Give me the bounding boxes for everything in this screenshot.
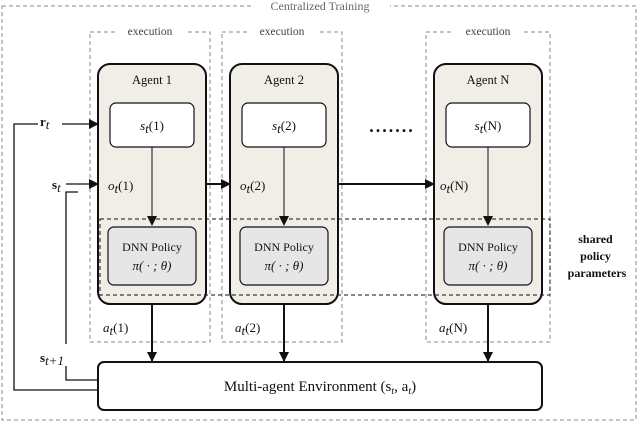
execution-box-1: execution <box>89 25 211 343</box>
shared-policy-box <box>99 218 551 296</box>
reward-input-label: rt <box>40 114 50 132</box>
execution-label-n: execution <box>466 26 511 38</box>
reward-loop-arrow <box>13 123 98 391</box>
agent-1-policy-expr: π( · ; θ) <box>133 258 172 273</box>
agents-ellipsis: ....... <box>369 116 415 136</box>
execution-label-1: execution <box>128 26 173 38</box>
state-loop-arrow <box>65 366 98 381</box>
agent-n-policy-box <box>443 226 533 286</box>
agent-n-state: st(N) <box>475 118 502 136</box>
environment-box <box>97 361 543 411</box>
agent-n-action: at(N) <box>439 320 467 338</box>
next-state-label: st+1 <box>40 350 64 368</box>
agent-1-policy-title: DNN Policy <box>122 240 182 254</box>
agent-1-action: at(1) <box>103 320 128 338</box>
environment-label: Multi-agent Environment (st, at) <box>224 379 416 397</box>
execution-label-2: execution <box>260 26 305 38</box>
centralized-training-title: Centralized Training <box>271 0 370 13</box>
agent-2-policy-box <box>239 226 329 286</box>
agent-2-state: st(2) <box>272 118 296 136</box>
agent-n-policy-expr: π( · ; θ) <box>469 258 508 273</box>
agent-n-obs: ot(N) <box>440 178 468 196</box>
agent-2-policy-title: DNN Policy <box>254 240 314 254</box>
shared-policy-label: shared policy parameters <box>568 232 627 280</box>
agent-1-policy-box <box>107 226 197 286</box>
agent-n-policy-title: DNN Policy <box>458 240 518 254</box>
execution-box-2: execution <box>221 25 343 343</box>
agent-2-policy-expr: π( · ; θ) <box>265 258 304 273</box>
agent-1-name: Agent 1 <box>132 73 172 87</box>
agent-2-name: Agent 2 <box>264 73 304 87</box>
agent-2-obs: ot(2) <box>240 178 265 196</box>
agent-2-action: at(2) <box>235 320 260 338</box>
agent-1-state: st(1) <box>140 118 164 136</box>
execution-box-n: execution <box>425 25 551 343</box>
agent-n-name: Agent N <box>467 73 510 87</box>
state-input-label: st <box>52 177 61 195</box>
agent-1-obs: ot(1) <box>108 178 133 196</box>
